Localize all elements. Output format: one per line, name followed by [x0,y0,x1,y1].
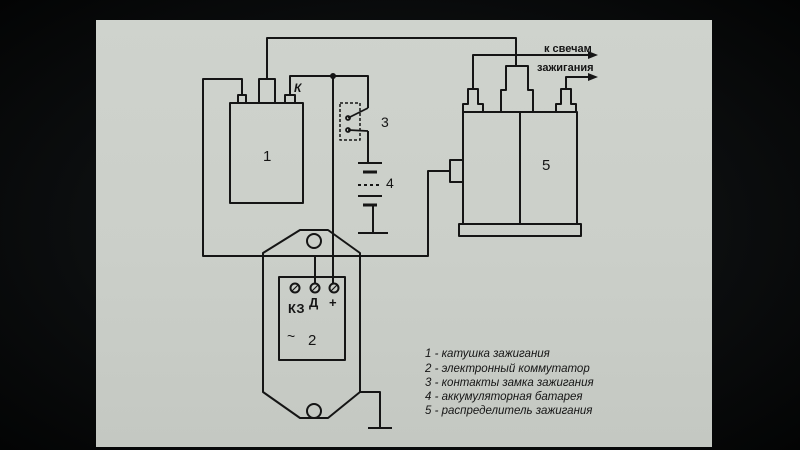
label-battery-number: 4 [386,175,394,191]
battery-symbol [358,162,388,234]
label-commutator-number: 2 [308,332,316,349]
arrow-icon [588,73,598,81]
label-switch-number: 3 [381,114,389,130]
wire-junction [330,73,336,79]
wiring [202,37,590,429]
label-distributor-number: 5 [542,157,550,174]
legend-item: 1 - катушка зажигания [425,348,550,360]
legend-item: 2 - электронный коммутатор [424,363,590,375]
label-coil-number: 1 [263,148,271,165]
electronic-commutator [262,229,361,419]
label-coil-k-terminal: К [294,81,303,95]
label-terminal-plus: + [329,295,337,310]
legend-item: 4 - аккумуляторная батарея [425,391,583,403]
label-commutator-symbol: ~ [287,328,295,344]
arrow-icon [588,51,598,59]
switch-contacts [345,107,369,133]
label-terminal-kz: КЗ [288,301,305,316]
ignition-switch-housing [339,102,361,141]
label-to-spark-plugs-1: к свечам [544,43,592,55]
terminal-screws [291,284,338,292]
label-terminal-d: Д [309,295,319,310]
label-to-spark-plugs-2: зажигания [537,62,594,74]
legend-item: 5 - распределитель зажигания [425,405,592,417]
ignition-distributor [449,65,582,237]
ignition-coil [229,78,304,204]
legend-item: 3 - контакты замка зажигания [425,377,594,389]
legend: 1 - катушка зажигания 2 - электронный ко… [424,348,594,417]
diagram-sheet [96,20,712,447]
